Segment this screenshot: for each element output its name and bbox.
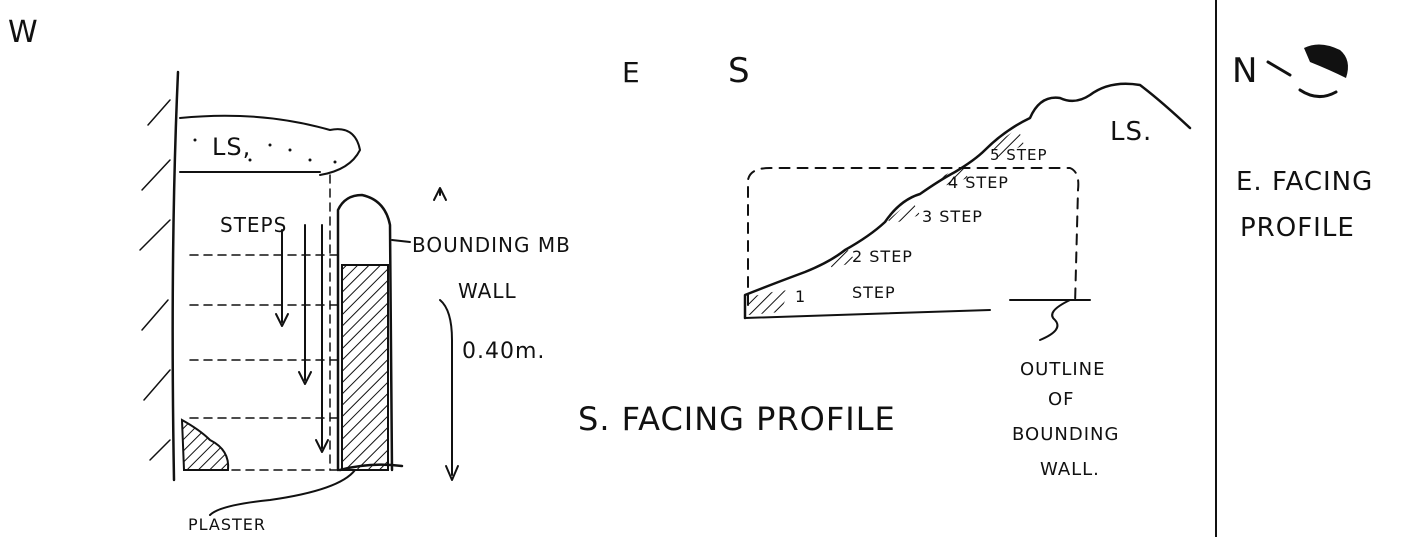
step-2-label: 2 STEP bbox=[852, 247, 913, 266]
east-profile-panel: E. FACING PROFILE bbox=[1236, 167, 1373, 243]
west-label: W bbox=[8, 15, 39, 50]
step-5-label: 5 STEP bbox=[990, 146, 1048, 164]
bedrock-hatching bbox=[139, 99, 171, 461]
bounding-wall-outline bbox=[747, 167, 1080, 306]
step-3-label: 3 STEP bbox=[922, 207, 983, 226]
steps-label: STEPS bbox=[220, 213, 287, 237]
south-profile-sketch: 1 STEP 2 STEP 3 STEP 4 STEP 5 STEP LS. O… bbox=[578, 82, 1192, 480]
east-profile-title-1: E. FACING bbox=[1236, 167, 1373, 197]
east-label: E bbox=[622, 56, 641, 89]
step-arrows bbox=[275, 224, 329, 453]
step-1-label: 1 bbox=[795, 287, 806, 306]
outline-label-2: OF bbox=[1048, 389, 1075, 410]
plaster-patch bbox=[180, 418, 230, 471]
west-profile-sketch: LS, STEPS PLASTER bbox=[139, 70, 571, 534]
north-arrow-icon bbox=[1266, 44, 1348, 98]
step-gridlines bbox=[189, 174, 341, 471]
outline-label-3: BOUNDING bbox=[1012, 424, 1119, 445]
bounding-wall-label-2: WALL bbox=[458, 279, 517, 303]
step-4-label: 4 STEP bbox=[948, 173, 1009, 192]
step-1-caption: STEP bbox=[852, 283, 896, 302]
limestone-specks bbox=[193, 138, 337, 164]
plaster-label: PLASTER bbox=[188, 515, 266, 534]
bounding-wall-hatch bbox=[341, 264, 389, 471]
south-profile-title: S. FACING PROFILE bbox=[578, 400, 896, 438]
south-limestone-label: LS. bbox=[1110, 117, 1152, 147]
depth-measure-line bbox=[439, 189, 453, 476]
west-limestone-label: LS, bbox=[212, 133, 251, 161]
east-profile-title-2: PROFILE bbox=[1240, 213, 1355, 243]
step-profile-line bbox=[743, 82, 1192, 320]
bounding-wall-label-1: BOUNDING MB bbox=[412, 233, 571, 257]
south-label: S bbox=[728, 51, 751, 91]
depth-arrow-up bbox=[433, 187, 447, 201]
outline-label-4: WALL. bbox=[1040, 459, 1100, 480]
depth-label: 0.40m. bbox=[462, 339, 545, 364]
outline-label-1: OUTLINE bbox=[1020, 359, 1106, 380]
north-label: N bbox=[1232, 51, 1258, 91]
